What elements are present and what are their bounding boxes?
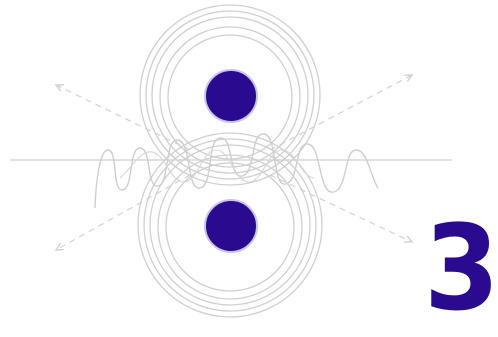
lower-nucleus (205, 200, 257, 252)
arrow-up-left (56, 85, 190, 150)
step-number-label: 3 (424, 208, 498, 328)
upper-nucleus (205, 70, 257, 122)
